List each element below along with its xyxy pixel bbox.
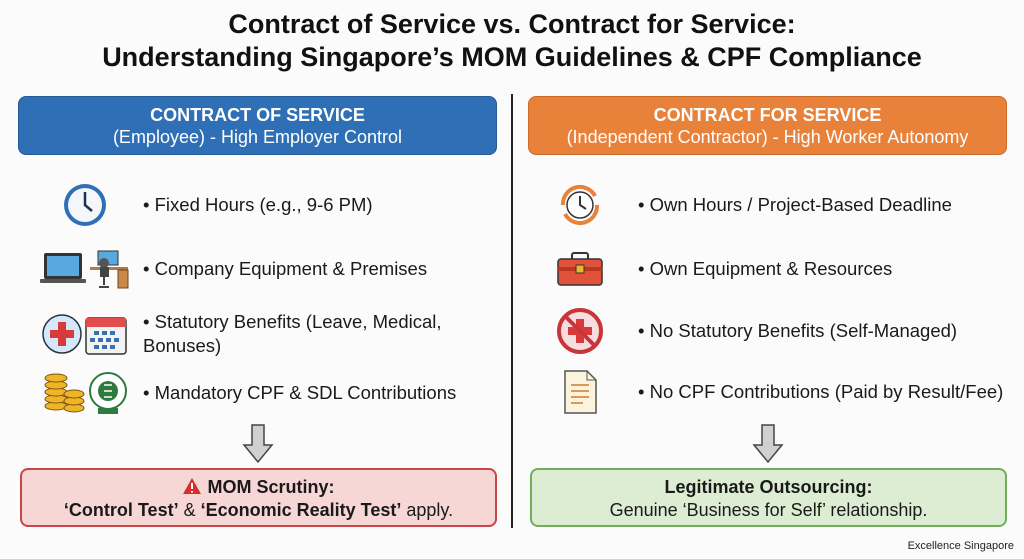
- header-title: CONTRACT OF SERVICE: [150, 105, 365, 125]
- list-item: • Own Equipment & Resources: [530, 248, 892, 290]
- result-title: MOM Scrutiny:: [207, 477, 335, 497]
- result-tail: apply.: [406, 500, 454, 520]
- page-title: Contract of Service vs. Contract for Ser…: [0, 8, 1024, 74]
- control-test: ‘Control Test’: [63, 500, 179, 520]
- title-line-2: Understanding Singapore’s MOM Guidelines…: [102, 42, 922, 72]
- header-subtitle: (Independent Contractor) - High Worker A…: [566, 127, 969, 147]
- list-item: • No Statutory Benefits (Self-Managed): [530, 307, 957, 355]
- medical-calendar-icon: [35, 313, 135, 355]
- no-medical-icon: [530, 307, 630, 355]
- footer-credit: Excellence Singapore: [907, 540, 1014, 552]
- list-item: • Own Hours / Project-Based Deadline: [530, 182, 952, 228]
- item-text: • No Statutory Benefits (Self-Managed): [638, 320, 958, 341]
- warning-icon: [183, 478, 202, 494]
- economic-reality-test: ‘Economic Reality Test’: [200, 500, 402, 520]
- legitimate-outsourcing-box: Legitimate Outsourcing: Genuine ‘Busines…: [530, 468, 1007, 527]
- list-item: • No CPF Contributions (Paid by Result/F…: [530, 369, 1003, 415]
- toolbox-icon: [530, 249, 630, 289]
- laptop-desk-icon: [35, 249, 135, 289]
- contract-of-service-header: CONTRACT OF SERVICE(Employee) - High Emp…: [18, 96, 497, 155]
- list-item: • Company Equipment & Premises: [35, 248, 427, 290]
- clock-icon: [35, 182, 135, 228]
- result-text: Genuine ‘Business for Self’ relationship…: [609, 500, 928, 520]
- list-item: • Fixed Hours (e.g., 9-6 PM): [35, 182, 373, 228]
- contract-for-service-header: CONTRACT FOR SERVICE(Independent Contrac…: [528, 96, 1007, 155]
- down-arrow-icon: [752, 424, 784, 464]
- down-arrow-icon: [242, 424, 274, 464]
- flexible-clock-icon: [530, 182, 630, 228]
- title-line-1: Contract of Service vs. Contract for Ser…: [228, 9, 796, 39]
- item-text: • Own Hours / Project-Based Deadline: [638, 194, 952, 215]
- list-item: • Mandatory CPF & SDL Contributions: [35, 370, 456, 416]
- list-item: • Statutory Benefits (Leave, Medical, Bo…: [35, 310, 483, 358]
- item-text: • Own Equipment & Resources: [638, 258, 893, 279]
- coins-cpf-icon: [35, 370, 135, 416]
- column-divider: [511, 94, 513, 528]
- item-text: • Company Equipment & Premises: [143, 258, 428, 279]
- item-text: • Mandatory CPF & SDL Contributions: [143, 382, 457, 403]
- ampersand: &: [183, 500, 196, 520]
- item-text: • No CPF Contributions (Paid by Result/F…: [638, 381, 1004, 402]
- result-title: Legitimate Outsourcing:: [664, 477, 873, 497]
- header-title: CONTRACT FOR SERVICE: [653, 105, 882, 125]
- item-text: • Statutory Benefits (Leave, Medical, Bo…: [143, 311, 442, 356]
- item-text: • Fixed Hours (e.g., 9-6 PM): [143, 194, 373, 215]
- invoice-icon: [530, 369, 630, 415]
- mom-scrutiny-box: MOM Scrutiny: ‘Control Test’ & ‘Economic…: [20, 468, 497, 527]
- header-subtitle: (Employee) - High Employer Control: [112, 127, 403, 147]
